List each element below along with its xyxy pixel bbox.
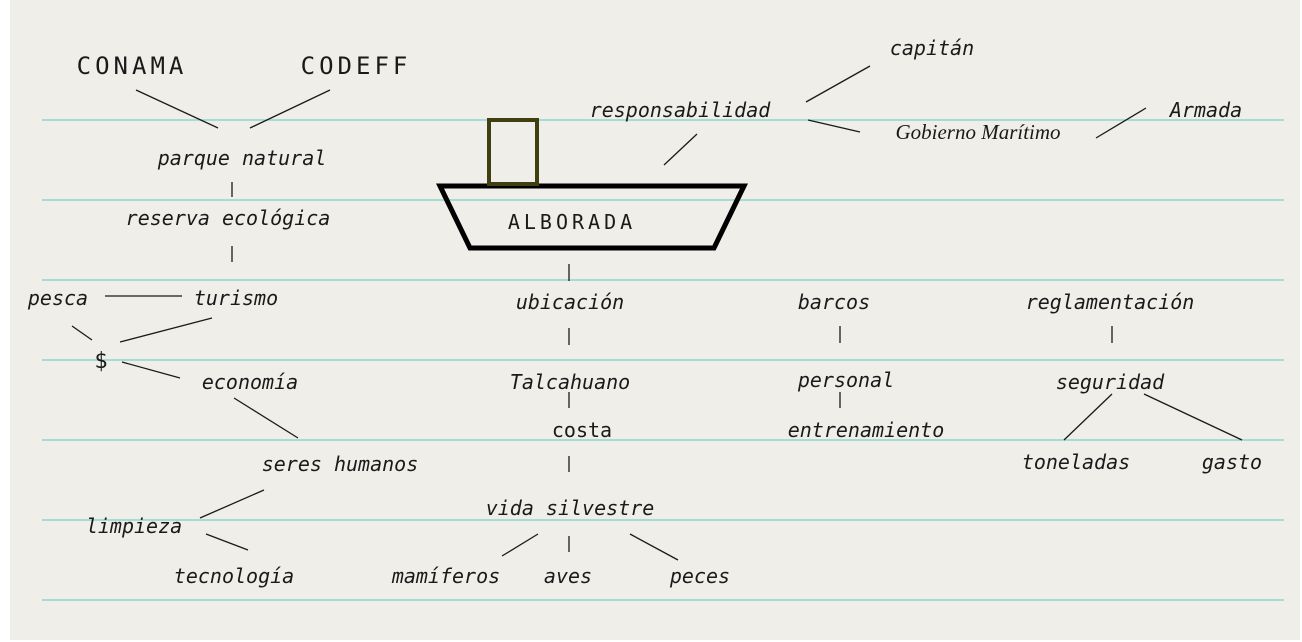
connector (121, 361, 181, 379)
connector (805, 65, 871, 103)
node-peces: peces (669, 564, 731, 588)
node-personal: personal (797, 368, 895, 392)
node-seres-humanos: seres humanos (261, 452, 419, 476)
node-capitan: capitán (889, 36, 975, 60)
connector (249, 89, 331, 129)
connector (501, 533, 539, 557)
node-armada: Armada (1169, 98, 1243, 122)
connector (1063, 393, 1113, 441)
diagram-background (10, 0, 1300, 640)
node-conama: CONAMA (76, 52, 188, 80)
node-ubicacion: ubicación (515, 290, 625, 314)
node-gasto: gasto (1201, 450, 1263, 474)
node-responsabilidad: responsabilidad (589, 98, 771, 122)
connector (1143, 393, 1243, 441)
connector (135, 89, 219, 129)
node-turismo: turismo (193, 286, 279, 310)
node-limpieza: limpieza (85, 514, 183, 538)
ship-hull (436, 183, 748, 251)
node-parque-natural: parque natural (157, 146, 327, 170)
node-reserva-ecologica: reserva ecológica (125, 206, 331, 230)
node-tecnologia: tecnología (173, 564, 295, 588)
connector (629, 533, 679, 561)
node-aves: aves (543, 564, 593, 588)
node-seguridad: seguridad (1055, 370, 1165, 394)
ship-name: ALBORADA (507, 210, 637, 234)
connectors (71, 65, 1243, 561)
node-dollar: $ (94, 349, 108, 374)
node-entrenamiento: entrenamiento (787, 418, 945, 442)
connector (119, 317, 213, 343)
node-talcahuano: Talcahuano (509, 370, 631, 394)
connector (663, 133, 698, 166)
node-codeff: CODEFF (300, 52, 412, 80)
node-economia: economía (201, 370, 299, 394)
node-toneladas: toneladas (1021, 450, 1131, 474)
ship-cabin (487, 118, 539, 186)
node-gobierno-maritimo: Gobierno Marítimo (895, 120, 1061, 144)
connector (205, 533, 249, 551)
connector (233, 397, 299, 439)
node-mamiferos: mamíferos (391, 564, 501, 588)
node-costa: costa (551, 418, 613, 442)
node-reglamentacion: reglamentación (1025, 290, 1195, 314)
connector (1095, 107, 1147, 139)
connector (71, 325, 93, 341)
node-pesca: pesca (27, 286, 89, 310)
node-vida-silvestre: vida silvestre (485, 496, 655, 520)
node-barcos: barcos (797, 290, 871, 314)
connector (807, 119, 861, 133)
ruled-lines (42, 119, 1284, 601)
connector (199, 489, 265, 519)
